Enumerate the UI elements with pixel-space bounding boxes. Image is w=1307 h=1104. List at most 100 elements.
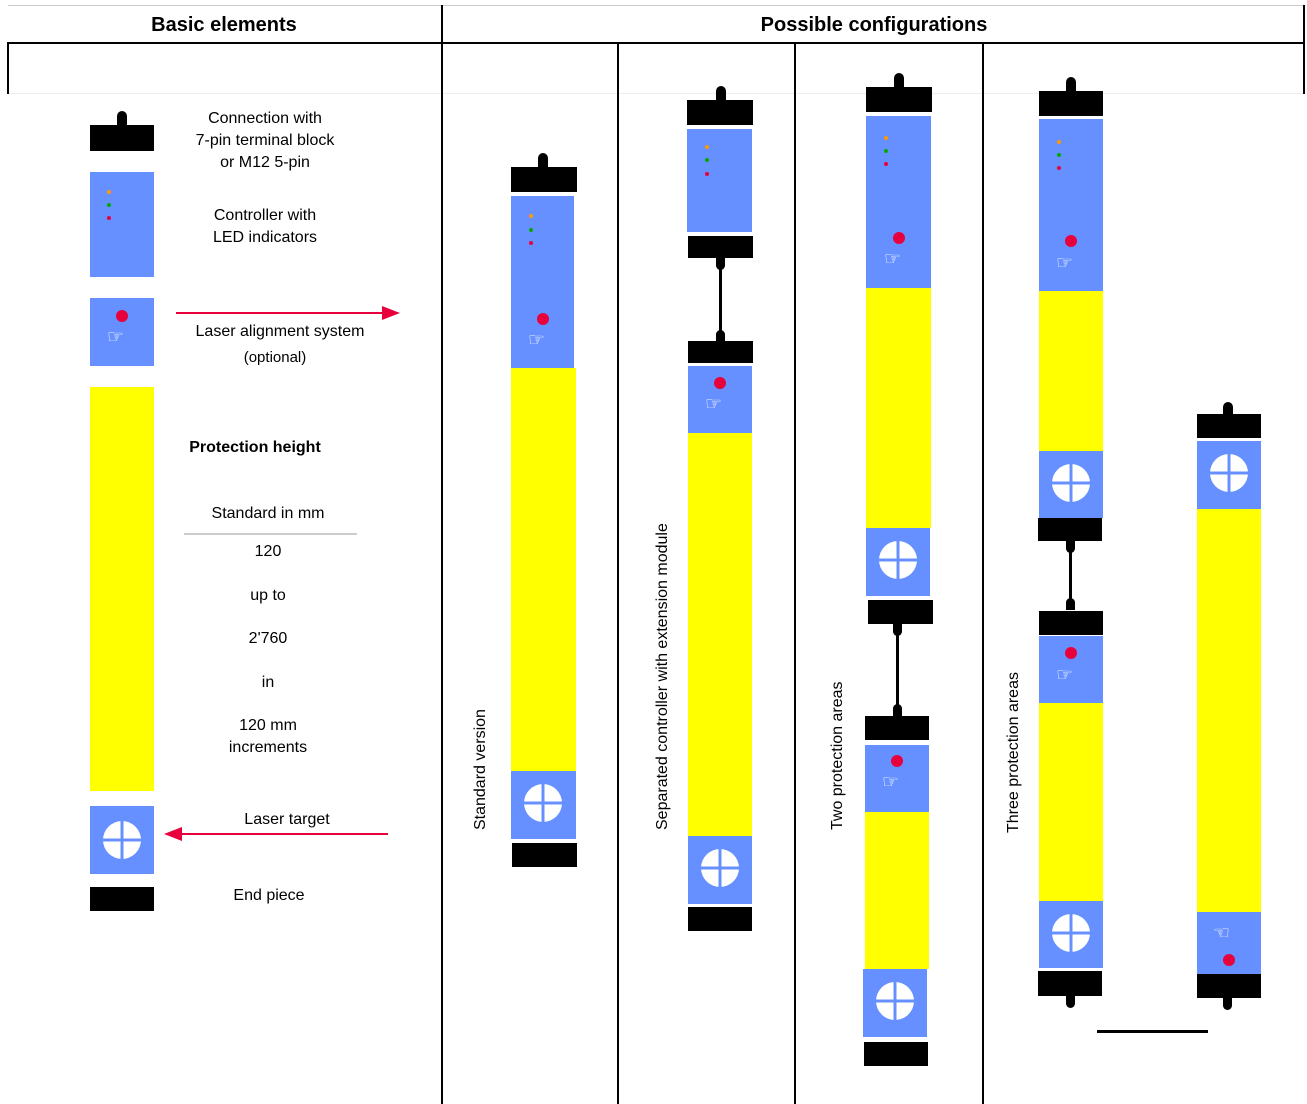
laser-dot: [537, 313, 549, 325]
two-mid-connector: [865, 716, 929, 740]
column-divider-3: [794, 42, 796, 1104]
laser-alignment-label: Laser alignment system: [195, 323, 365, 340]
three-laser-alignment-right: ☞: [1197, 912, 1261, 974]
value-2760: 2'760: [248, 630, 288, 647]
two-end-piece: [864, 1042, 928, 1066]
sep-nub: [716, 86, 726, 100]
three-protection-field-mid: [1039, 703, 1103, 901]
sep-module-connector: [688, 341, 753, 363]
led-red: [107, 216, 111, 220]
controller-module: [90, 172, 154, 277]
two-protection-field-top: [866, 288, 931, 528]
laser-dot: [1223, 954, 1235, 966]
crosshair-target-icon: [524, 784, 562, 822]
connector-nub: [117, 111, 127, 125]
three-cable-bottom-plug: [1066, 598, 1075, 610]
two-laser-target-bottom: [863, 969, 927, 1037]
label-two-protection-areas: Two protection areas: [829, 681, 846, 830]
led-orange: [107, 190, 111, 194]
label-separated-controller: Separated controller with extension modu…: [654, 523, 671, 830]
crosshair-target-icon: [103, 821, 141, 859]
pointing-hand-icon: ☞: [528, 330, 546, 351]
column-divider-2: [617, 42, 619, 1104]
three-controller: [1039, 119, 1103, 224]
subheader-divider: [8, 93, 1305, 94]
crosshair-target-icon: [879, 541, 917, 579]
connection-label: Connection with 7-pin terminal block or …: [195, 110, 335, 171]
laser-dot: [893, 232, 905, 244]
pointing-hand-icon: ☞: [884, 249, 902, 270]
std-protection-field: [511, 368, 576, 771]
std-end-piece: [512, 843, 577, 867]
sep-laser-alignment: ☞: [688, 366, 752, 433]
arrow-right-laser: [176, 306, 400, 320]
three-protection-field-top: [1039, 291, 1103, 451]
up-to-label: up to: [250, 587, 286, 604]
arrow-left-target: [164, 827, 388, 841]
three-right-bottom-nub: [1223, 998, 1232, 1010]
laser-dot: [1065, 647, 1077, 659]
two-cable-top-plug: [893, 624, 902, 636]
three-connection-line: [1097, 1030, 1208, 1033]
std-controller: [511, 196, 574, 301]
two-controller: [866, 116, 931, 222]
sep-protection-field: [688, 433, 752, 836]
three-laser-target-right: [1197, 441, 1261, 509]
pointing-hand-icon: ☞: [882, 772, 900, 793]
std-nub: [538, 153, 548, 167]
led-green: [529, 228, 533, 232]
optional-label: (optional): [243, 349, 307, 366]
connection-block: [90, 125, 154, 151]
column-divider-left-edge: [7, 42, 9, 94]
column-divider-right-edge: [1303, 5, 1305, 94]
sep-cable: [719, 268, 722, 336]
three-left-end: [1038, 971, 1102, 996]
crosshair-target-icon: [1210, 454, 1248, 492]
standard-mm-label: Standard in mm: [211, 505, 325, 522]
laser-dot: [1065, 235, 1077, 247]
laser-target-module: [90, 806, 154, 874]
header-divider: [8, 42, 1305, 44]
laser-dot: [116, 310, 128, 322]
led-red: [884, 162, 888, 166]
led-orange: [705, 145, 709, 149]
laser-dot: [891, 755, 903, 767]
sep-laser-target: [688, 836, 752, 904]
led-green: [705, 158, 709, 162]
two-laser-alignment-bottom: ☞: [865, 745, 929, 812]
crosshair-target-icon: [876, 982, 914, 1020]
pointing-hand-icon: ☞: [1213, 923, 1231, 944]
crosshair-target-icon: [1052, 914, 1090, 952]
pointing-hand-icon: ☞: [107, 327, 125, 348]
three-right-nub: [1223, 402, 1233, 415]
sep-cable-top-plug: [716, 258, 725, 270]
two-laser-alignment-top: ☞: [866, 222, 931, 288]
three-cable-top-plug: [1066, 541, 1075, 553]
in-label: in: [261, 674, 275, 691]
three-right-end: [1197, 974, 1261, 998]
led-green: [107, 203, 111, 207]
three-cable: [1069, 551, 1072, 603]
column-divider-4: [982, 42, 984, 1104]
two-laser-target-top: [866, 528, 930, 596]
two-cable-bottom-plug: [893, 704, 902, 716]
controller-label: Controller with LED indicators: [212, 207, 318, 246]
led-red: [529, 241, 533, 245]
three-right-top: [1197, 414, 1261, 438]
pointing-hand-icon: ☞: [1056, 253, 1074, 274]
three-laser-target-top: [1039, 451, 1103, 518]
laser-alignment-module: ☞: [90, 298, 154, 366]
sep-controller: [687, 129, 752, 232]
value-120: 120: [254, 543, 282, 560]
pointing-hand-icon: ☞: [705, 394, 723, 415]
std-connector: [511, 167, 577, 192]
three-mid-end: [1038, 518, 1102, 541]
led-green: [1057, 153, 1061, 157]
three-nub: [1066, 77, 1076, 91]
led-orange: [884, 136, 888, 140]
two-protection-field-bottom: [865, 812, 929, 969]
standard-divider: [184, 533, 357, 535]
three-laser-alignment-top: ☞: [1039, 224, 1103, 291]
protection-field: [90, 387, 154, 791]
